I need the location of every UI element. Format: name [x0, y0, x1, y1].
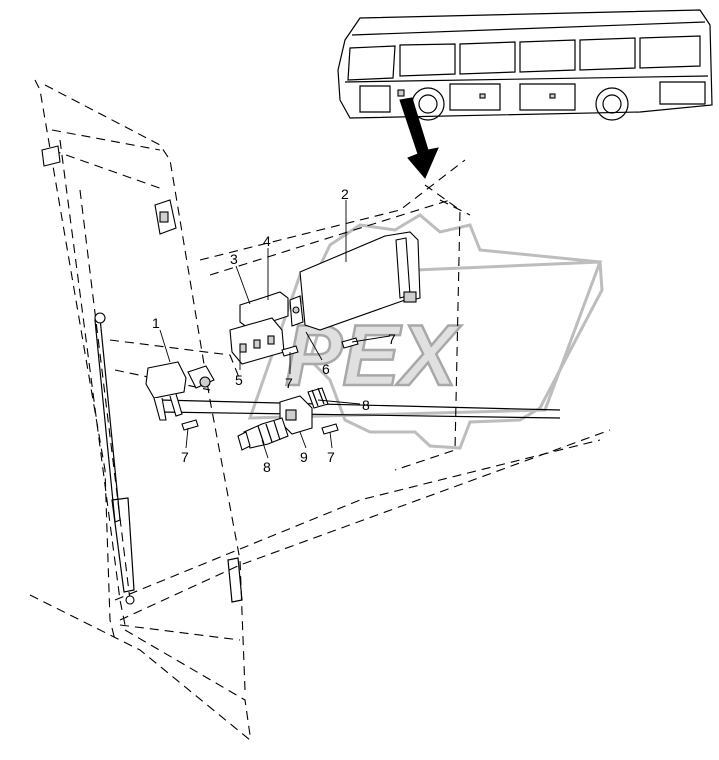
callout-5: 5: [235, 372, 243, 388]
part-3-relay: [239, 291, 289, 329]
callout-6: 6: [322, 361, 330, 377]
gas-strut: [94, 312, 243, 605]
part-1-switch: [145, 361, 215, 421]
callout-labels: 2 4 3 1 5 6 7 7 7 7 8 8 9: [152, 186, 396, 475]
callout-2: 2: [341, 186, 349, 202]
part-9-connector: [279, 395, 313, 435]
door-latch-bracket: [41, 145, 177, 235]
callout-7-connector: 7: [327, 449, 335, 465]
callout-7-relay: 7: [285, 375, 293, 391]
callout-7-switch: 7: [181, 449, 189, 465]
bus-locator-icon: [337, 9, 713, 121]
part-4-relay-base: [229, 317, 285, 365]
callout-4: 4: [263, 233, 271, 249]
part-8-grommet: [237, 387, 329, 451]
callout-9: 9: [300, 449, 308, 465]
callout-7-box: 7: [388, 331, 396, 347]
part-2-control-box: [289, 231, 421, 331]
callout-1: 1: [152, 315, 160, 331]
mounting-rail: [159, 399, 561, 419]
callout-3: 3: [230, 251, 238, 267]
callout-8-upper: 8: [362, 397, 370, 413]
pointer-arrow-icon: [399, 97, 439, 179]
leader-lines: [159, 200, 391, 459]
callout-8-lower: 8: [263, 459, 271, 475]
screw-icon: [181, 337, 359, 435]
